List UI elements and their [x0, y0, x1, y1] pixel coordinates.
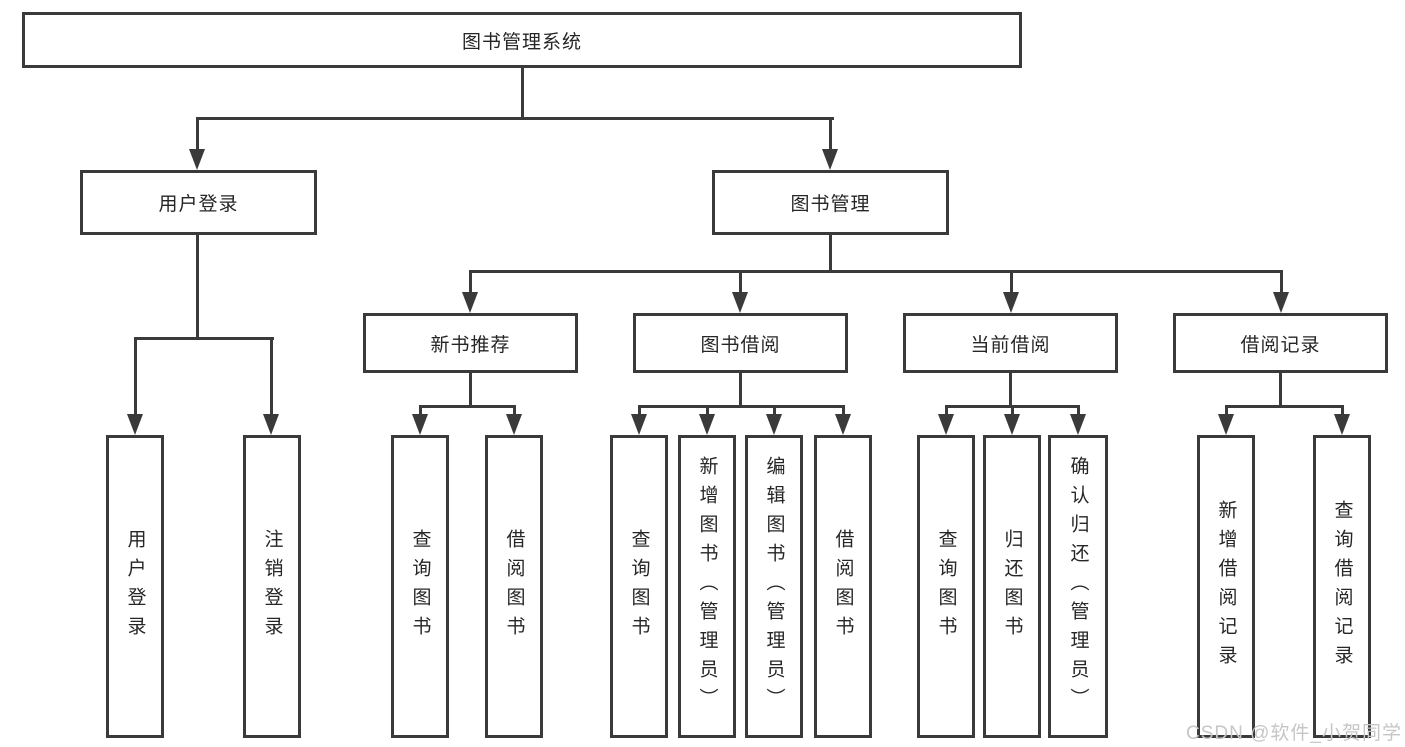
connector-group-stem: [469, 373, 472, 408]
connector-level2-rail: [468, 270, 1283, 273]
arrow-down-icon: [1334, 414, 1350, 435]
arrow-down-icon: [699, 414, 715, 435]
node-new-book-recommend: 新书推荐: [363, 313, 578, 373]
connector-arrow-tail: [637, 405, 641, 416]
connector-arrow-tail: [468, 270, 472, 294]
connector-arrow-tail: [1279, 270, 1283, 294]
arrow-down-icon: [1004, 414, 1020, 435]
connector-group-rail: [1224, 405, 1344, 408]
arrow-down-icon: [766, 414, 782, 435]
arrow-down-icon: [1273, 292, 1289, 313]
connector-book-mgmt-stem: [828, 235, 832, 273]
arrow-down-icon: [1070, 414, 1086, 435]
arrow-down-icon: [1218, 414, 1234, 435]
connector-group-rail: [637, 405, 845, 408]
connector-arrow-tail: [133, 337, 137, 415]
connector-arrow-tail: [1076, 405, 1080, 416]
connector-group-stem: [1009, 373, 1012, 408]
connector-arrow-tail: [418, 405, 422, 416]
connector-arrow-tail: [738, 270, 742, 294]
leaf-query-books-1: 查询图书: [391, 435, 449, 738]
connector-arrow-tail: [1010, 405, 1014, 416]
arrow-down-icon: [732, 292, 748, 313]
node-borrow-records: 借阅记录: [1173, 313, 1388, 373]
connector-group-rail: [418, 405, 516, 408]
node-user-login: 用户登录: [80, 170, 317, 235]
leaf-edit-book-admin: 编辑图书（管理员）: [745, 435, 803, 738]
node-current-borrow: 当前借阅: [903, 313, 1118, 373]
connector-group-stem: [739, 373, 742, 408]
connector-user-login-stem: [195, 235, 199, 340]
leaf-confirm-return-admin: 确认归还（管理员）: [1048, 435, 1108, 738]
arrow-down-icon: [127, 414, 143, 435]
arrow-down-icon: [938, 414, 954, 435]
leaf-return-book: 归还图书: [983, 435, 1041, 738]
connector-arrow-tail: [195, 117, 199, 151]
connector-arrow-tail: [1009, 270, 1013, 294]
arrow-down-icon: [263, 414, 279, 435]
leaf-query-books-3: 查询图书: [917, 435, 975, 738]
connector-level1-rail: [195, 117, 834, 120]
leaf-add-borrow-record: 新增借阅记录: [1197, 435, 1255, 738]
node-book-borrow: 图书借阅: [633, 313, 848, 373]
arrow-down-icon: [189, 149, 205, 170]
leaf-logout: 注销登录: [243, 435, 301, 738]
leaf-query-borrow-record: 查询借阅记录: [1313, 435, 1371, 738]
connector-arrow-tail: [772, 405, 776, 416]
connector-arrow-tail: [828, 117, 832, 151]
leaf-borrow-books-1: 借阅图书: [485, 435, 543, 738]
node-root: 图书管理系统: [22, 12, 1022, 68]
connector-user-login-rail: [133, 337, 274, 340]
arrow-down-icon: [1003, 292, 1019, 313]
arrow-down-icon: [822, 149, 838, 170]
arrow-down-icon: [412, 414, 428, 435]
arrow-down-icon: [462, 292, 478, 313]
leaf-add-book-admin: 新增图书（管理员）: [678, 435, 736, 738]
connector-arrow-tail: [512, 405, 516, 416]
connector-root-stem: [520, 68, 524, 120]
connector-arrow-tail: [705, 405, 709, 416]
arrow-down-icon: [835, 414, 851, 435]
leaf-borrow-books-2: 借阅图书: [814, 435, 872, 738]
connector-arrow-tail: [1224, 405, 1228, 416]
connector-arrow-tail: [1340, 405, 1344, 416]
watermark-text: CSDN @软件_小贺同学: [1186, 723, 1402, 744]
connector-arrow-tail: [269, 337, 273, 415]
connector-group-stem: [1279, 373, 1282, 408]
connector-arrow-tail: [944, 405, 948, 416]
arrow-down-icon: [631, 414, 647, 435]
leaf-query-books-2: 查询图书: [610, 435, 668, 738]
node-book-management: 图书管理: [712, 170, 949, 235]
leaf-user-login: 用户登录: [106, 435, 164, 738]
arrow-down-icon: [506, 414, 522, 435]
connector-arrow-tail: [841, 405, 845, 416]
